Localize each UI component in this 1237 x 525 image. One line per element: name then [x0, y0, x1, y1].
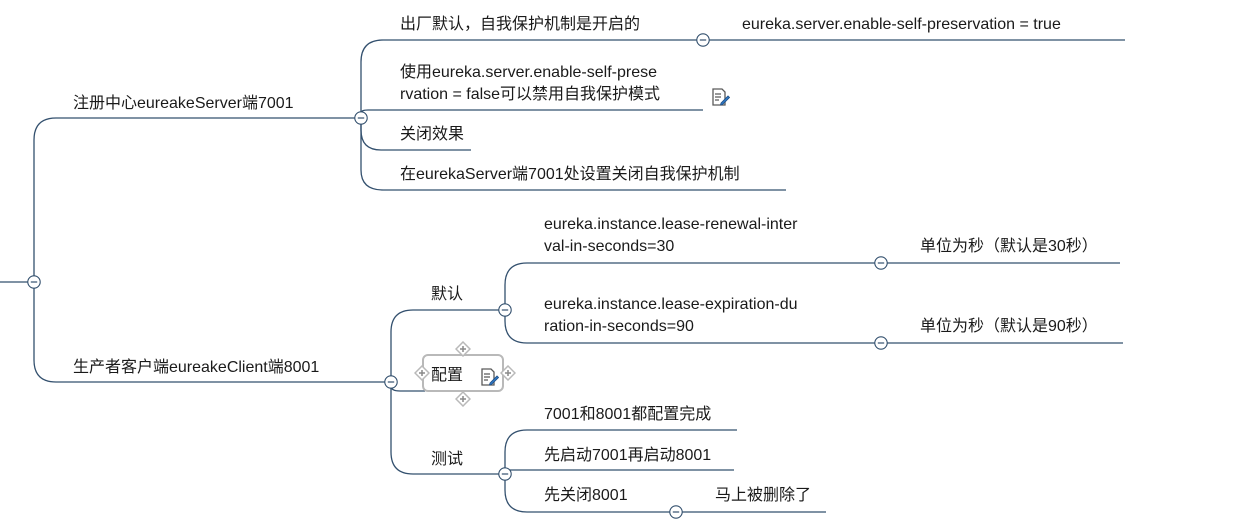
connector-disable [360, 109, 703, 118]
connector-test [390, 382, 505, 475]
topic-expiration-line1: eureka.instance.lease-expiration-du [544, 296, 798, 313]
topic-both-done[interactable]: 7001和8001都配置完成 [544, 406, 712, 423]
collapse-minus-icon[interactable] [384, 375, 398, 389]
connector-start-order [504, 469, 734, 474]
connector-expiration [504, 310, 881, 344]
connector-client [33, 282, 391, 383]
collapse-minus-icon[interactable] [27, 275, 41, 289]
collapse-minus-icon[interactable] [354, 111, 368, 125]
topic-expiration-unit[interactable]: 单位为秒（默认是90秒） [920, 318, 1098, 335]
note-pencil-icon[interactable] [710, 87, 730, 107]
add-plus-icon[interactable] [500, 365, 516, 381]
topic-renewal-line1: eureka.instance.lease-renewal-inter [544, 216, 798, 233]
topic-expiration-duration[interactable]: eureka.instance.lease-expiration-du rati… [544, 294, 797, 338]
connector-defaults [390, 309, 505, 382]
collapse-minus-icon[interactable] [874, 336, 888, 350]
add-plus-icon[interactable] [455, 391, 471, 407]
collapse-minus-icon[interactable] [498, 467, 512, 481]
topic-set-close[interactable]: 在eurekaServer端7001处设置关闭自我保护机制 [400, 166, 740, 183]
connector-renewal [504, 262, 881, 310]
add-plus-icon[interactable] [455, 341, 471, 357]
topic-renewal-unit[interactable]: 单位为秒（默认是30秒） [920, 238, 1098, 255]
topic-test[interactable]: 测试 [431, 451, 464, 468]
topic-start-order[interactable]: 先启动7001再启动8001 [544, 447, 712, 464]
connector-both-done [504, 429, 737, 474]
collapse-minus-icon[interactable] [874, 256, 888, 270]
topic-removed[interactable]: 马上被删除了 [715, 487, 812, 504]
connector-registry [33, 117, 361, 282]
collapse-minus-icon[interactable] [669, 505, 683, 519]
topic-close-8001[interactable]: 先关闭8001 [544, 487, 628, 504]
topic-disable-self-preservation[interactable]: 使用eureka.server.enable-self-prese rvatio… [400, 62, 660, 106]
connector-set-close [360, 118, 786, 191]
connector-default-on [360, 39, 703, 118]
topic-disable-line1: 使用eureka.server.enable-self-prese [400, 64, 658, 81]
topic-defaults[interactable]: 默认 [431, 286, 464, 303]
topic-expiration-line2: ration-in-seconds=90 [544, 318, 694, 335]
topic-default-on[interactable]: 出厂默认，自我保护机制是开启的 [400, 16, 641, 33]
topic-effect[interactable]: 关闭效果 [400, 126, 465, 143]
topic-registry[interactable]: 注册中心eureakeServer端7001 [73, 95, 294, 112]
collapse-minus-icon[interactable] [498, 303, 512, 317]
topic-renewal-line2: val-in-seconds=30 [544, 238, 675, 255]
topic-client[interactable]: 生产者客户端eureakeClient端8001 [73, 359, 320, 376]
topic-default-value[interactable]: eureka.server.enable-self-preservation =… [742, 16, 1061, 33]
connector-close-8001 [504, 474, 676, 513]
topic-renewal-interval[interactable]: eureka.instance.lease-renewal-inter val-… [544, 214, 797, 258]
note-pencil-icon[interactable] [479, 367, 499, 387]
topic-config[interactable]: 配置 [431, 367, 464, 384]
collapse-minus-icon[interactable] [696, 33, 710, 47]
topic-disable-line2: rvation = false可以禁用自我保护模式 [400, 86, 661, 103]
add-plus-icon[interactable] [414, 365, 430, 381]
